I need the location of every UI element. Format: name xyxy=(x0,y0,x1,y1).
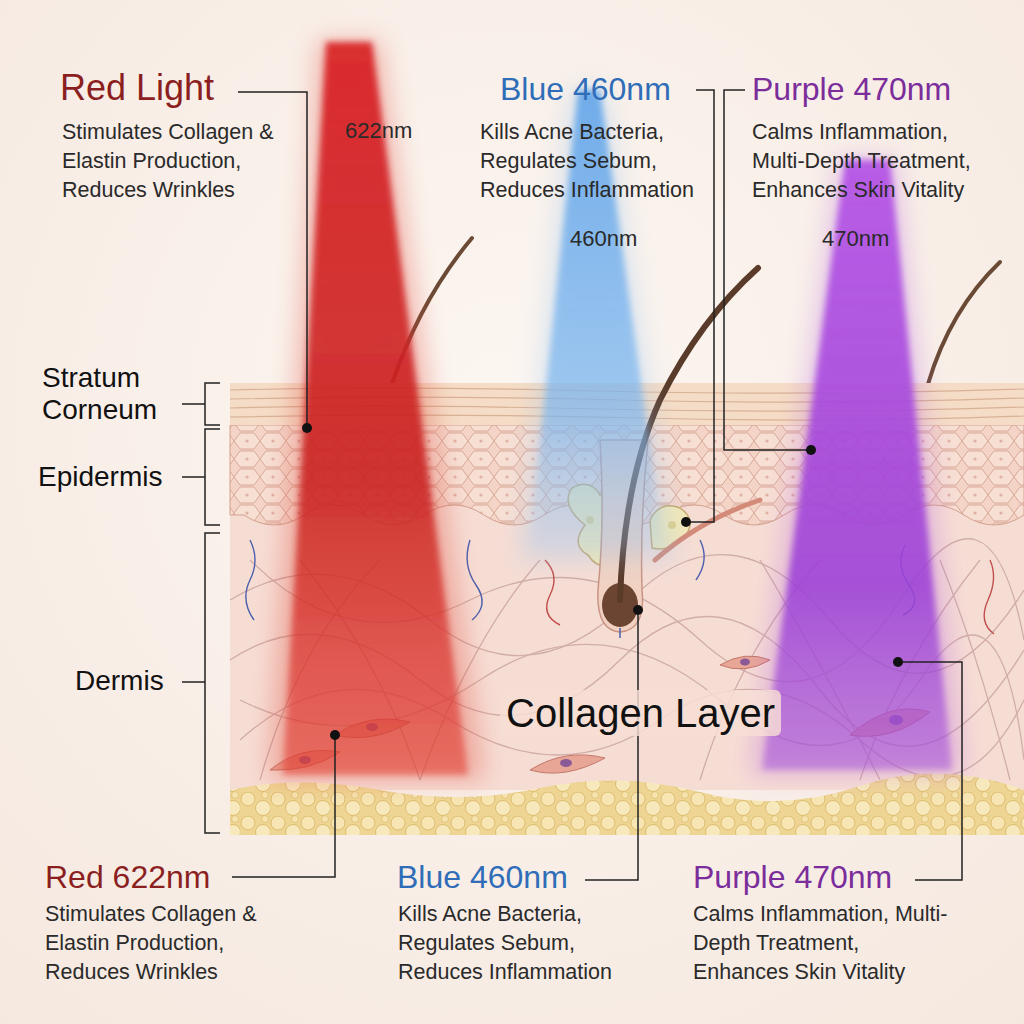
hair xyxy=(928,262,1000,384)
layer-name: Epidermis xyxy=(38,461,162,493)
callout-text: Kills Acne Bacteria, Regulates Sebum, Re… xyxy=(398,900,636,987)
leader-lines xyxy=(232,90,962,880)
purple-beam-glow xyxy=(750,158,965,775)
callout-heading: Red 622nm xyxy=(45,858,210,896)
callout-heading: Purple 470nm xyxy=(693,858,892,896)
callout-heading: Blue 460nm xyxy=(397,858,568,896)
papilla-vessel xyxy=(619,628,621,638)
wavelength-label: 460nm xyxy=(570,226,637,252)
leader-dots xyxy=(302,423,903,740)
red-light-beam xyxy=(283,42,468,775)
callout-text: Stimulates Collagen & Elastin Production… xyxy=(62,118,297,205)
callout-text: Calms Inflammation, Multi-Depth Treatmen… xyxy=(693,900,955,987)
region-label: Collagen Layer xyxy=(500,690,781,736)
callout-heading: Blue 460nm xyxy=(500,70,671,108)
callout-heading: Red Light xyxy=(60,68,214,108)
layer-name: Dermis xyxy=(75,665,164,697)
fat-layer xyxy=(230,773,1024,835)
red-beam-glow xyxy=(268,40,485,780)
layer-name: Stratum Corneum xyxy=(42,362,192,426)
layer-brackets xyxy=(182,383,220,833)
callout-text: Calms Inflammation, Multi-Depth Treatmen… xyxy=(752,118,997,205)
wavelength-label: 622nm xyxy=(345,118,412,144)
callout-text: Stimulates Collagen & Elastin Production… xyxy=(45,900,285,987)
wavelength-label: 470nm xyxy=(822,226,889,252)
callout-text: Kills Acne Bacteria, Regulates Sebum, Re… xyxy=(480,118,708,205)
purple-light-beam xyxy=(762,160,952,770)
callout-heading: Purple 470nm xyxy=(752,70,951,108)
